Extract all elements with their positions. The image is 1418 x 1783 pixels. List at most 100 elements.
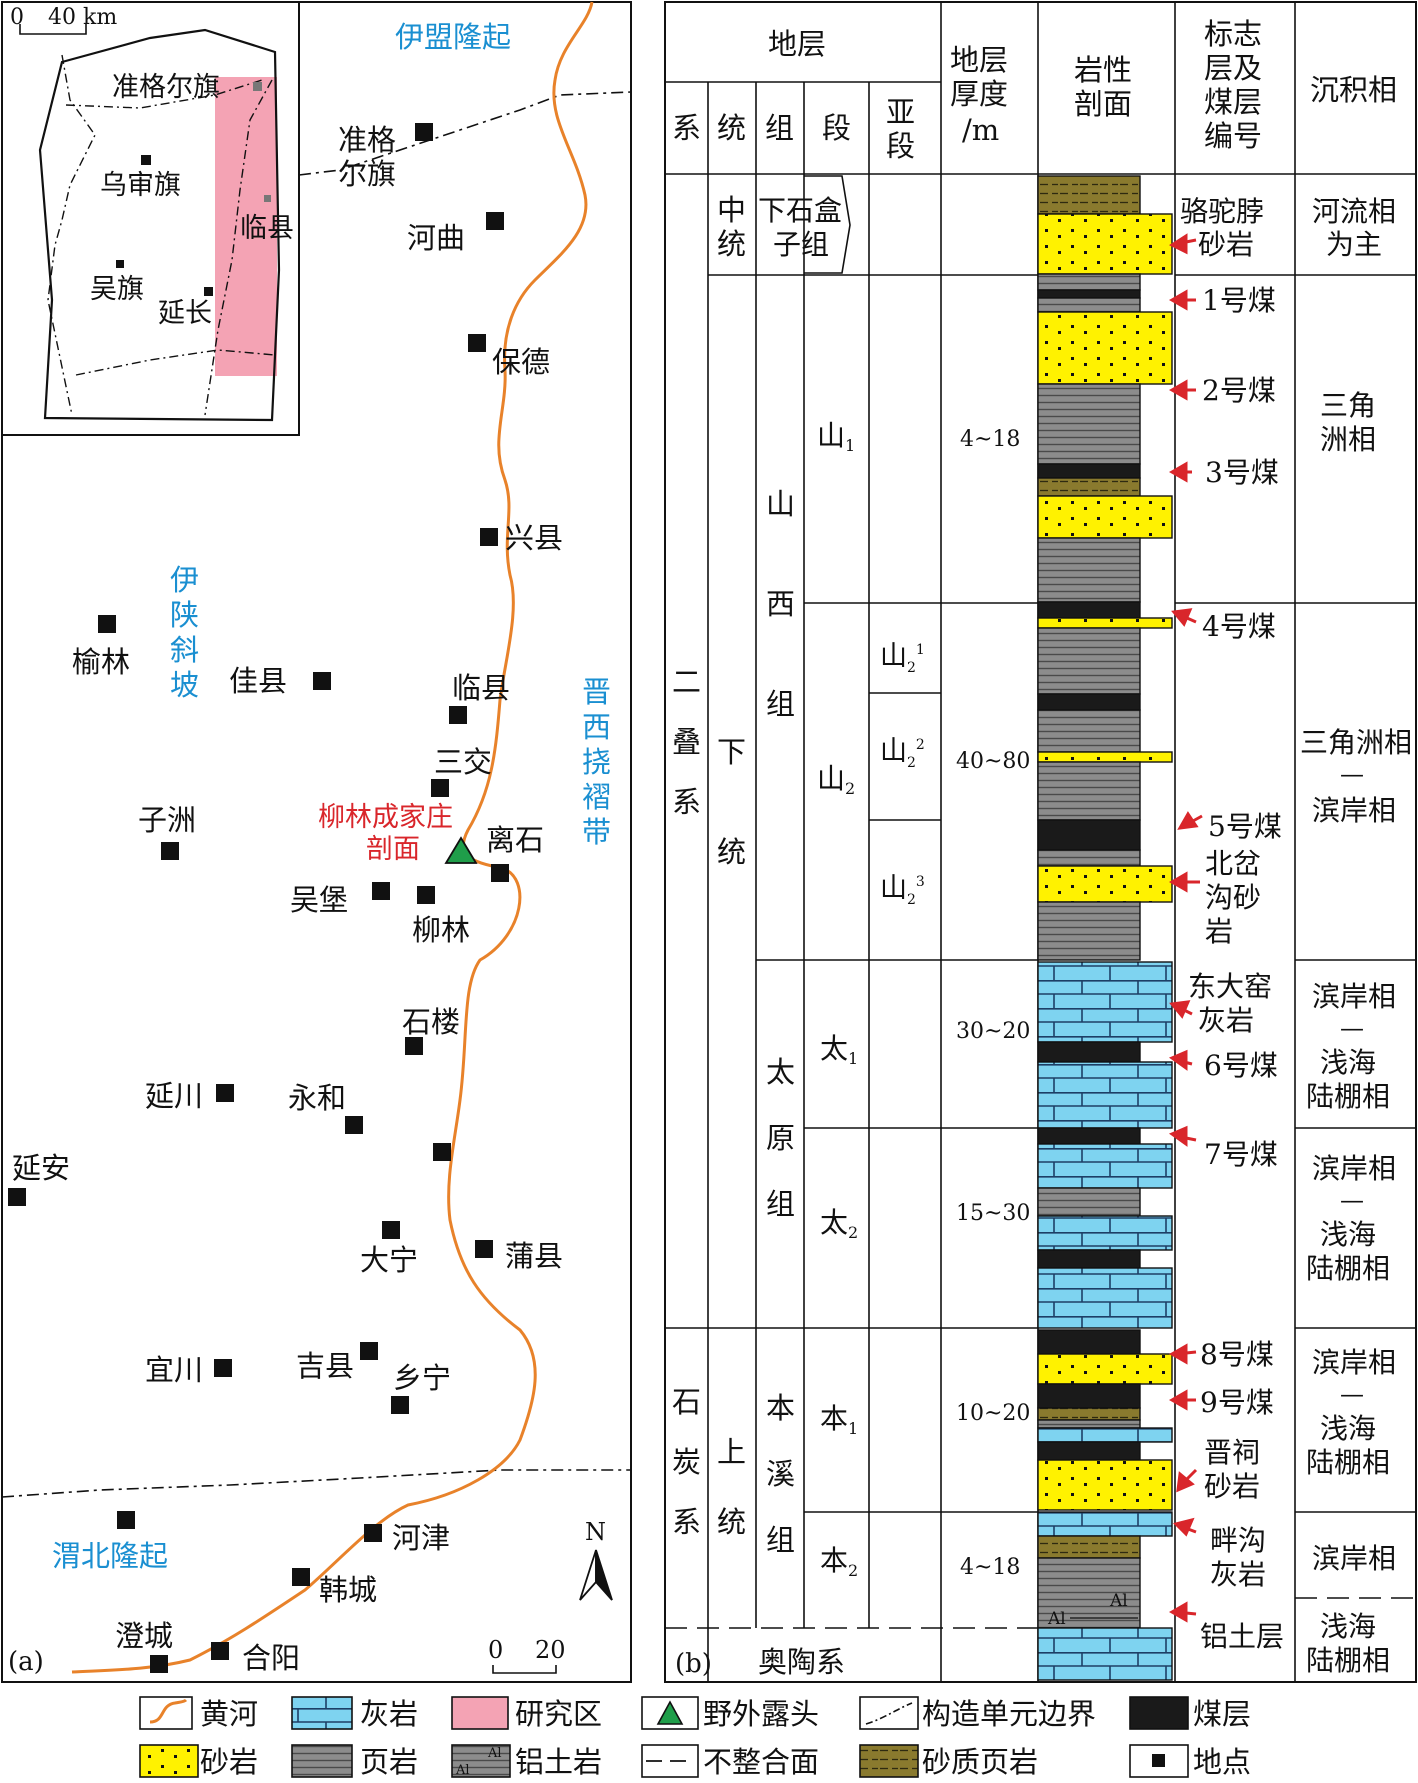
unit-weibei-uplift: 渭北隆起 [52, 1539, 168, 1573]
marker-hancheng [292, 1568, 310, 1586]
legend-study-area: 研究区 [451, 1696, 602, 1731]
member-tai2: 太2 [820, 1206, 858, 1242]
marker-yulin [98, 615, 116, 633]
formation-taiyuan-2: 原 [766, 1121, 795, 1155]
marker-weibei [117, 1511, 135, 1529]
facies-cs2-3: 浅海 [1320, 1218, 1376, 1251]
submember-column: 山21 山22 山23 [880, 641, 925, 908]
lith-sandstone [1037, 865, 1173, 903]
lithology-column [1037, 175, 1173, 1681]
formation-taiyuan-1: 太 [766, 1055, 795, 1089]
lith-shale [1037, 1557, 1141, 1629]
lith-coal [1037, 463, 1141, 479]
label-yonghe: 永和 [288, 1081, 346, 1115]
marker-xiangning [391, 1396, 409, 1414]
facies-dc-1: 三角洲相 [1300, 726, 1412, 759]
header-duan: 段 [822, 111, 851, 145]
facies-river-1: 河流相 [1312, 195, 1396, 228]
unit-jinxi-5: 带 [582, 815, 611, 849]
header-marker-4: 编号 [1204, 119, 1262, 153]
formation-xiashihezi-2: 子组 [773, 228, 829, 261]
marker-coal-5: 5号煤 [1208, 810, 1282, 843]
lith-sandy-shale [1037, 175, 1141, 215]
lith-shale [1037, 297, 1141, 313]
legend-sandstone: 砂岩 [139, 1744, 258, 1779]
legend-outcrop: 野外露头 [641, 1696, 819, 1731]
lith-limestone [1037, 1267, 1173, 1329]
panel-b-label: (b) [675, 1649, 712, 1679]
marker-daning [382, 1221, 400, 1239]
scale-bar: 0 20 [488, 1636, 566, 1674]
outcrop-triangle [444, 836, 478, 864]
lith-shale [1037, 1187, 1141, 1217]
facies-delta-2: 洲相 [1320, 423, 1376, 456]
marker-hejin [364, 1524, 382, 1542]
label-section-1: 柳林成家庄 [318, 802, 453, 833]
thickness-shan2: 40~80 [956, 749, 1030, 774]
formation-taiyuan-3: 组 [766, 1187, 795, 1221]
member-shan2: 山2 [817, 762, 855, 798]
label-heyang: 合阳 [242, 1641, 300, 1675]
label-lishi: 离石 [486, 823, 544, 857]
bauxite-marks: Al Al [1047, 1591, 1138, 1629]
legend-shale-label: 页岩 [360, 1745, 418, 1779]
header-thickness-1: 地层 [950, 43, 1008, 77]
lith-shale [1037, 761, 1141, 821]
marker-jinci-2: 砂岩 [1204, 1470, 1260, 1503]
thickness-ben2: 4~18 [960, 1555, 1020, 1580]
facies-cs1-3: 浅海 [1320, 1046, 1376, 1079]
north-label: N [585, 1518, 606, 1546]
formation-benxi-2: 溪 [766, 1457, 795, 1491]
legend-coal-label: 煤层 [1193, 1697, 1251, 1731]
legend-location: 地点 [1129, 1744, 1251, 1779]
lith-coal [1037, 1329, 1141, 1355]
yellow-river [71, 1, 594, 1674]
facies-dc-3: 滨岸相 [1312, 794, 1396, 827]
series-middle-2: 统 [717, 227, 746, 261]
marker-zhungeer [415, 123, 433, 141]
facies-cs3-3: 浅海 [1320, 1412, 1376, 1445]
scale-zero: 0 [488, 1636, 503, 1664]
label-linxian: 临县 [452, 671, 510, 705]
system-permian-1: 二 [672, 665, 701, 699]
lith-sandstone [1037, 213, 1173, 275]
marker-coal-8: 8号煤 [1200, 1338, 1274, 1371]
label-chengcheng: 澄城 [115, 1619, 173, 1653]
label-zhungeer-1: 准格 [338, 123, 396, 157]
label-yanan: 延安 [12, 1151, 70, 1185]
unit-jinxi-3: 挠 [582, 745, 611, 779]
lith-limestone [1037, 1511, 1173, 1537]
label-jixian: 吉县 [296, 1349, 354, 1383]
lith-sandy-shale [1037, 477, 1141, 497]
label-hejin: 河津 [392, 1521, 450, 1555]
header-yaduan-2: 段 [886, 129, 915, 163]
unit-jinxi-2: 西 [582, 710, 611, 744]
series-lower-2: 统 [717, 835, 746, 869]
marker-arrows [1168, 233, 1203, 1623]
header-strata: 地层 [768, 27, 826, 61]
label-xiangning: 乡宁 [393, 1361, 451, 1395]
facies-delta-1: 三角 [1320, 389, 1376, 422]
unit-yishan-3: 斜 [170, 633, 199, 667]
marker-luotuobo-2: 砂岩 [1198, 228, 1254, 261]
marker-luotuobo-1: 骆驼脖 [1180, 195, 1264, 228]
label-hancheng: 韩城 [319, 1573, 377, 1607]
label-zizhou: 子洲 [138, 803, 196, 837]
inset-marker-linxian [264, 195, 271, 202]
marker-dongdayao-1: 东大窑 [1188, 970, 1272, 1003]
marker-coal-4: 4号煤 [1202, 610, 1276, 643]
legend-bauxite-al-1: Al [487, 1746, 502, 1761]
system-carb-3: 系 [672, 1505, 701, 1539]
marker-beicha-2: 沟砂 [1205, 881, 1261, 914]
header-xi: 系 [672, 111, 701, 145]
legend-sandstone-label: 砂岩 [200, 1745, 258, 1779]
lith-limestone [1037, 1143, 1173, 1189]
facies-cs1-1: 滨岸相 [1312, 980, 1396, 1013]
marker-baode [468, 334, 486, 352]
label-jiaxian: 佳县 [229, 664, 287, 698]
marker-linxian [449, 706, 467, 724]
legend-bauxite: Al Al 铝土岩 [451, 1744, 602, 1779]
marker-wubao [372, 882, 390, 900]
formation-shanxi-2: 西 [766, 587, 795, 621]
marker-pangou-2: 灰岩 [1210, 1558, 1266, 1591]
